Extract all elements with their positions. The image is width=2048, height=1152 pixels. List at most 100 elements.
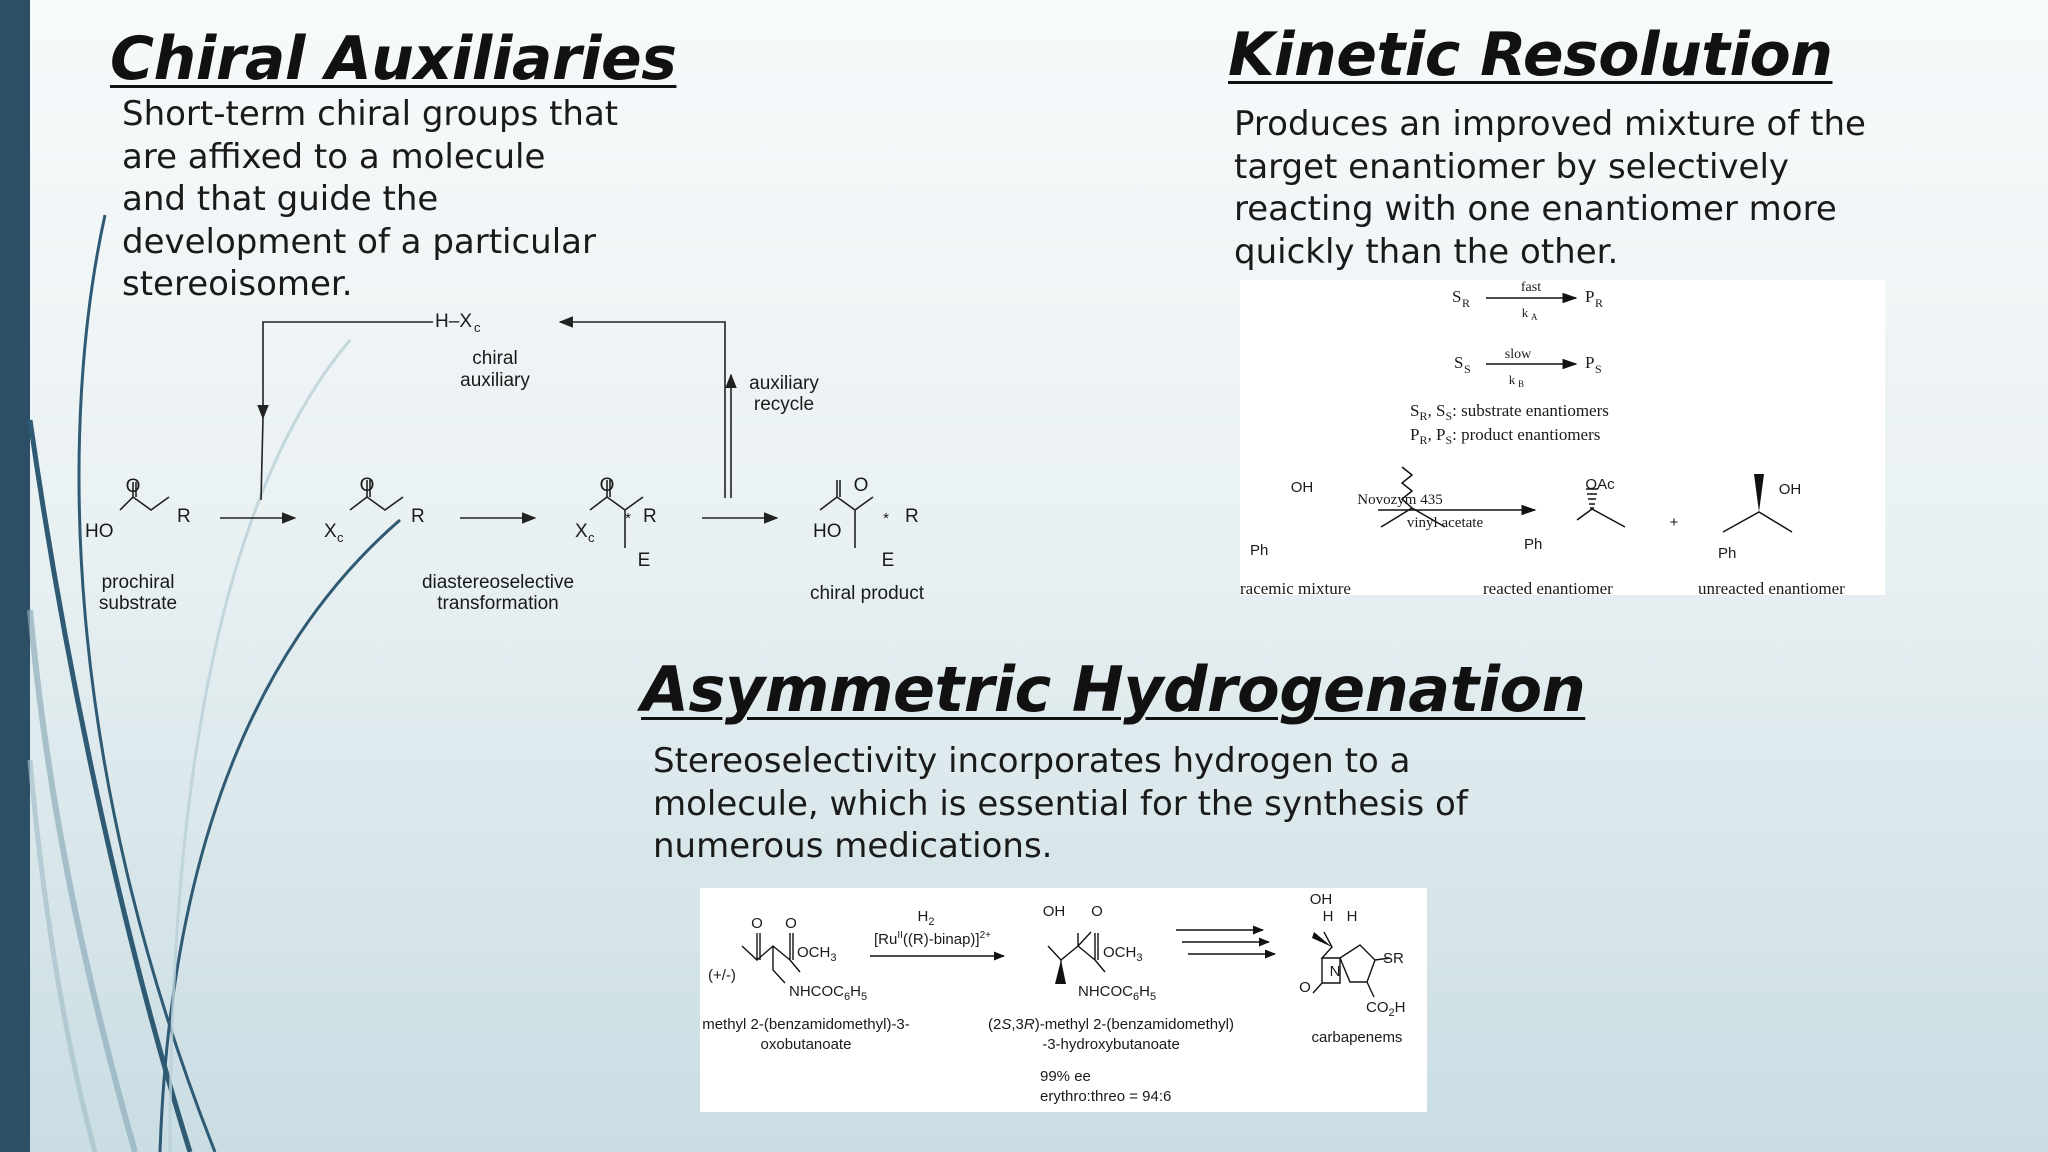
product-s: P: [1585, 353, 1594, 372]
wedge-bond: [1312, 932, 1332, 947]
desc-line: molecule, which is essential for the syn…: [653, 783, 1468, 824]
atom-label: R: [905, 506, 919, 527]
atom-label: O: [854, 475, 869, 496]
start-bonds: [741, 933, 801, 984]
atom-label: HO: [813, 521, 842, 542]
atom-label: OH: [1310, 891, 1333, 908]
stereocenter-star: *: [625, 510, 631, 527]
atom-label: X: [324, 521, 337, 542]
atom-label: OH: [1043, 903, 1066, 920]
product-bonds: [1047, 931, 1106, 973]
racemic-bond: [1380, 507, 1413, 528]
asymmetric-hydrogenation-description: Stereoselectivity incorporates hydrogen …: [653, 740, 1468, 868]
auxiliary-arrow-joint: [260, 417, 264, 501]
start-name: oxobutanoate: [761, 1036, 852, 1053]
chiral-auxiliaries-description: Short-term chiral groups that are affixe…: [122, 93, 618, 306]
racemic-tag: (+/-): [708, 967, 736, 984]
desc-line: and that guide the: [122, 179, 439, 219]
product-name: -3-hydroxybutanoate: [1042, 1036, 1180, 1053]
reacted-label: reacted enantiomer: [1483, 579, 1613, 595]
h2-reagent: H2: [918, 908, 935, 928]
subscript: S: [1464, 362, 1471, 376]
atom-label: E: [638, 550, 651, 571]
prochiral-label: prochiral: [102, 572, 175, 593]
desc-line: target enantiomer by selectively: [1234, 146, 1790, 187]
desc-line: numerous medications.: [653, 826, 1053, 866]
aux-label: chiral: [472, 348, 517, 369]
wedge-bond: [1754, 474, 1764, 512]
racemic-bond: [1411, 507, 1446, 528]
legend-products: PR, PS: product enantiomers: [1410, 425, 1600, 447]
atom-label: Ph: [1524, 536, 1542, 553]
acyl-auxiliary-bonds: [349, 480, 404, 511]
atom-label: H: [1347, 908, 1358, 925]
rate-constant-a: k: [1522, 305, 1529, 320]
atom-label: X: [575, 521, 588, 542]
carbapenem-label: carbapenems: [1312, 1029, 1403, 1046]
unreacted-bonds: [1722, 511, 1793, 533]
enzyme-reagent: Novozym 435: [1357, 492, 1442, 508]
acid-label: CO2H: [1366, 999, 1405, 1019]
subscript: B: [1518, 379, 1524, 389]
racemic-label: racemic mixture: [1240, 579, 1351, 595]
asymmetric-hydrogenation-scheme: O O OCH3 (+/-) NHCOC6H5 H2 [RuII((R)-bin…: [702, 891, 1405, 1105]
wedge-bond: [1055, 960, 1066, 984]
atom-label: R: [643, 506, 657, 527]
asymmetric-hydrogenation-figure: O O OCH3 (+/-) NHCOC6H5 H2 [RuII((R)-bin…: [700, 888, 1427, 1112]
auxiliary-arrow-top: [257, 321, 433, 420]
desc-line: reacting with one enantiomer more: [1234, 189, 1837, 229]
product-name: (2S,3R)-methyl 2-(benzamidomethyl): [988, 1016, 1234, 1033]
recycle-label: recycle: [754, 394, 814, 415]
transformation-label: transformation: [437, 593, 558, 614]
substrate-s: S: [1454, 353, 1463, 372]
atom-label: Ph: [1718, 545, 1736, 562]
atom-label: O: [751, 915, 763, 932]
kinetic-resolution-description: Produces an improved mixture of the targ…: [1234, 103, 1866, 273]
aux-formula-sub: c: [474, 320, 481, 335]
prochiral-bonds: [119, 482, 170, 511]
amide-label: NHCOC6H5: [1078, 983, 1156, 1003]
desc-line: are affixed to a molecule: [122, 136, 546, 177]
desc-line: stereoisomer.: [122, 264, 353, 304]
atom-label: OH: [1291, 479, 1314, 496]
atom-label: R: [177, 506, 191, 527]
reacted-bonds: [1576, 508, 1626, 528]
subscript: R: [1462, 296, 1470, 310]
acyl-donor-reagent: vinyl acetate: [1407, 515, 1484, 531]
atom-label: O: [1091, 903, 1103, 920]
kinetic-resolution-scheme: S R P R fast k A S S P S slow k B SR, SS…: [1240, 280, 1845, 598]
atom-label: O: [126, 476, 141, 497]
legend-substrates: SR, SS: substrate enantiomers: [1410, 401, 1609, 423]
desc-line: quickly than the other.: [1234, 231, 1619, 272]
aux-formula: H–X: [435, 311, 472, 332]
atom-label: H: [1323, 908, 1334, 925]
atom-label: N: [1330, 963, 1341, 980]
chiral-auxiliary-scheme: H–X c chiral auxiliary auxiliary recycle…: [85, 311, 925, 614]
stereocenter-star: *: [883, 510, 889, 527]
racemic-wavy-bond: [1400, 466, 1414, 509]
desc-line: Produces an improved mixture of the: [1234, 104, 1866, 144]
atom-label: HO: [85, 521, 114, 542]
desc-line: Stereoselectivity incorporates hydrogen …: [653, 741, 1411, 781]
chiral-product-label: chiral product: [810, 583, 925, 604]
atom-label: c: [588, 530, 595, 545]
atom-label: OAc: [1585, 476, 1615, 493]
recycle-label: auxiliary: [749, 373, 819, 394]
methoxy-label: OCH3: [1103, 944, 1142, 964]
prochiral-label: substrate: [99, 593, 177, 614]
decorative-curves: [27, 214, 401, 1152]
aux-label: auxiliary: [460, 370, 530, 391]
atom-label: SR: [1383, 950, 1404, 967]
plus-sign: +: [1670, 514, 1679, 531]
subscript: A: [1531, 312, 1538, 322]
recycle-arrow: [558, 316, 726, 498]
start-name: methyl 2-(benzamidomethyl)-3-: [702, 1016, 910, 1033]
asymmetric-hydrogenation-heading: Asymmetric Hydrogenation: [641, 653, 1586, 726]
atom-label: R: [411, 506, 425, 527]
fast-label: fast: [1521, 280, 1541, 295]
carbapenem-bonds: [1312, 931, 1391, 998]
chiral-auxiliaries-heading: Chiral Auxiliaries: [110, 24, 677, 94]
amide-label: NHCOC6H5: [789, 983, 867, 1003]
product-r: P: [1585, 287, 1594, 306]
catalyst-label: [RuII((R)-binap)]2+: [874, 930, 991, 948]
